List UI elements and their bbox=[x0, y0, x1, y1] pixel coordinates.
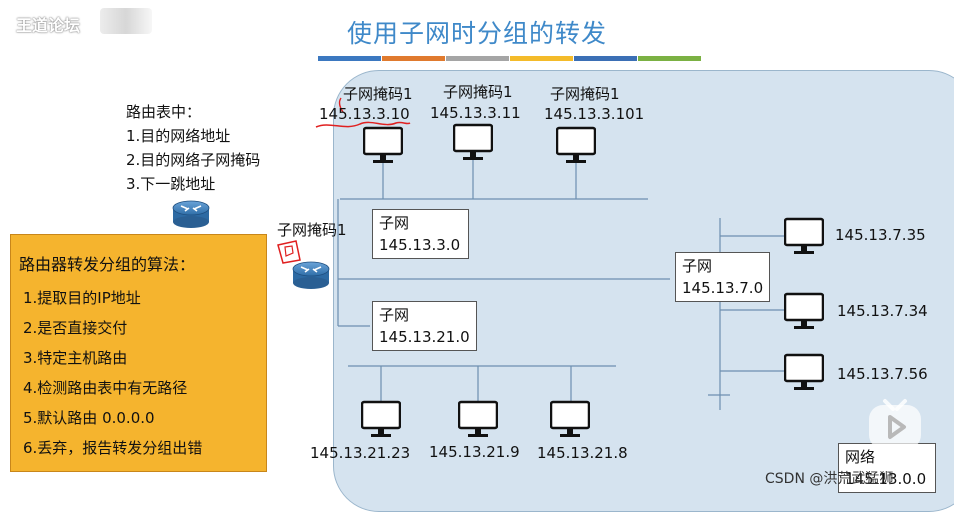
algorithm-title: 路由器转发分组的算法： bbox=[19, 255, 196, 274]
host-ip-label: 145.13.7.56 bbox=[837, 365, 928, 383]
host-ip-label: 145.13.21.23 bbox=[310, 444, 411, 462]
subnet-addr: 145.13.7.0 bbox=[682, 279, 764, 297]
routing-table-note: 路由表中： 1.目的网络地址 2.目的网络子网掩码 3.下一跳地址 bbox=[126, 100, 260, 196]
subnet-box: 子网 145.13.21.0 bbox=[372, 301, 477, 351]
slide-title: 使用子网时分组的转发 bbox=[346, 19, 607, 48]
computer-icon bbox=[453, 123, 493, 160]
computer-icon bbox=[361, 400, 401, 437]
watermark: CSDN @洪荒武猛狮 bbox=[765, 471, 894, 487]
network-area bbox=[333, 70, 954, 512]
algorithm-step: 5.默认路由 0.0.0.0 bbox=[23, 409, 155, 427]
subnet-name: 子网 bbox=[379, 306, 410, 324]
host-mask-label: 子网掩码1 bbox=[550, 85, 620, 103]
title-bar-5 bbox=[574, 56, 637, 61]
computer-icon bbox=[550, 400, 590, 437]
subnet-addr: 145.13.21.0 bbox=[379, 328, 470, 346]
host-ip-label: 145.13.7.35 bbox=[835, 226, 926, 244]
computer-icon bbox=[784, 353, 824, 390]
title-bar-6 bbox=[638, 56, 701, 61]
host-ip-label: 145.13.21.8 bbox=[537, 444, 628, 462]
subnet-name: 子网 bbox=[379, 214, 410, 232]
algorithm-step: 2.是否直接交付 bbox=[23, 319, 128, 337]
host-ip-label: 145.13.3.101 bbox=[544, 105, 645, 123]
network-addr: 145.13.0.0 bbox=[845, 470, 927, 488]
computer-icon bbox=[363, 126, 403, 163]
connection-lines bbox=[277, 97, 784, 410]
router-mask-label: 子网掩码1 bbox=[277, 221, 347, 239]
host-mask-label: 子网掩码1 bbox=[343, 85, 413, 103]
host-ip-label: 145.13.21.9 bbox=[429, 443, 520, 461]
host-mask-label: 子网掩码1 bbox=[443, 83, 513, 101]
subnet-box: 子网 145.13.3.0 bbox=[372, 209, 469, 259]
algorithm-box: 路由器转发分组的算法： 1.提取目的IP地址 2.是否直接交付 3.特定主机路由… bbox=[10, 234, 267, 472]
title-bar-1 bbox=[318, 56, 381, 61]
title-bar-2 bbox=[382, 56, 445, 61]
routing-table-item: 1.目的网络地址 bbox=[126, 127, 231, 145]
computer-icon bbox=[458, 400, 498, 437]
computer-icon bbox=[556, 126, 596, 163]
routing-table-item: 2.目的网络子网掩码 bbox=[126, 151, 261, 169]
network-box: 网络 145.13.0.0 bbox=[838, 443, 936, 493]
network-name: 网络 bbox=[845, 448, 876, 466]
router-icon bbox=[292, 261, 330, 289]
host-ip-label: 145.13.7.34 bbox=[837, 302, 928, 320]
algorithm-step: 6.丢弃，报告转发分组出错 bbox=[23, 439, 203, 457]
host-ip-label: 145.13.3.10 bbox=[319, 105, 410, 123]
algorithm-step: 1.提取目的IP地址 bbox=[23, 289, 141, 307]
play-icon[interactable] bbox=[865, 395, 925, 455]
algorithm-step: 4.检测路由表中有无路径 bbox=[23, 379, 188, 397]
algorithm-step: 3.特定主机路由 bbox=[23, 349, 128, 367]
host-ip-label: 145.13.3.11 bbox=[430, 104, 521, 122]
algorithm-list: 1.提取目的IP地址 2.是否直接交付 3.特定主机路由 4.检测路由表中有无路… bbox=[23, 283, 202, 463]
logo: 王道论坛 bbox=[16, 16, 81, 35]
routing-table-item: 3.下一跳地址 bbox=[126, 175, 216, 193]
subnet-box: 子网 145.13.7.0 bbox=[675, 252, 770, 302]
subnet-name: 子网 bbox=[682, 257, 713, 275]
title-bar-3 bbox=[446, 56, 509, 61]
routing-table-heading: 路由表中： bbox=[126, 103, 202, 121]
computer-icon bbox=[784, 292, 824, 329]
router-icon bbox=[172, 200, 210, 228]
computer-icon bbox=[784, 217, 824, 254]
logo-smudge bbox=[100, 8, 152, 34]
title-bar-4 bbox=[510, 56, 573, 61]
subnet-addr: 145.13.3.0 bbox=[379, 236, 461, 254]
